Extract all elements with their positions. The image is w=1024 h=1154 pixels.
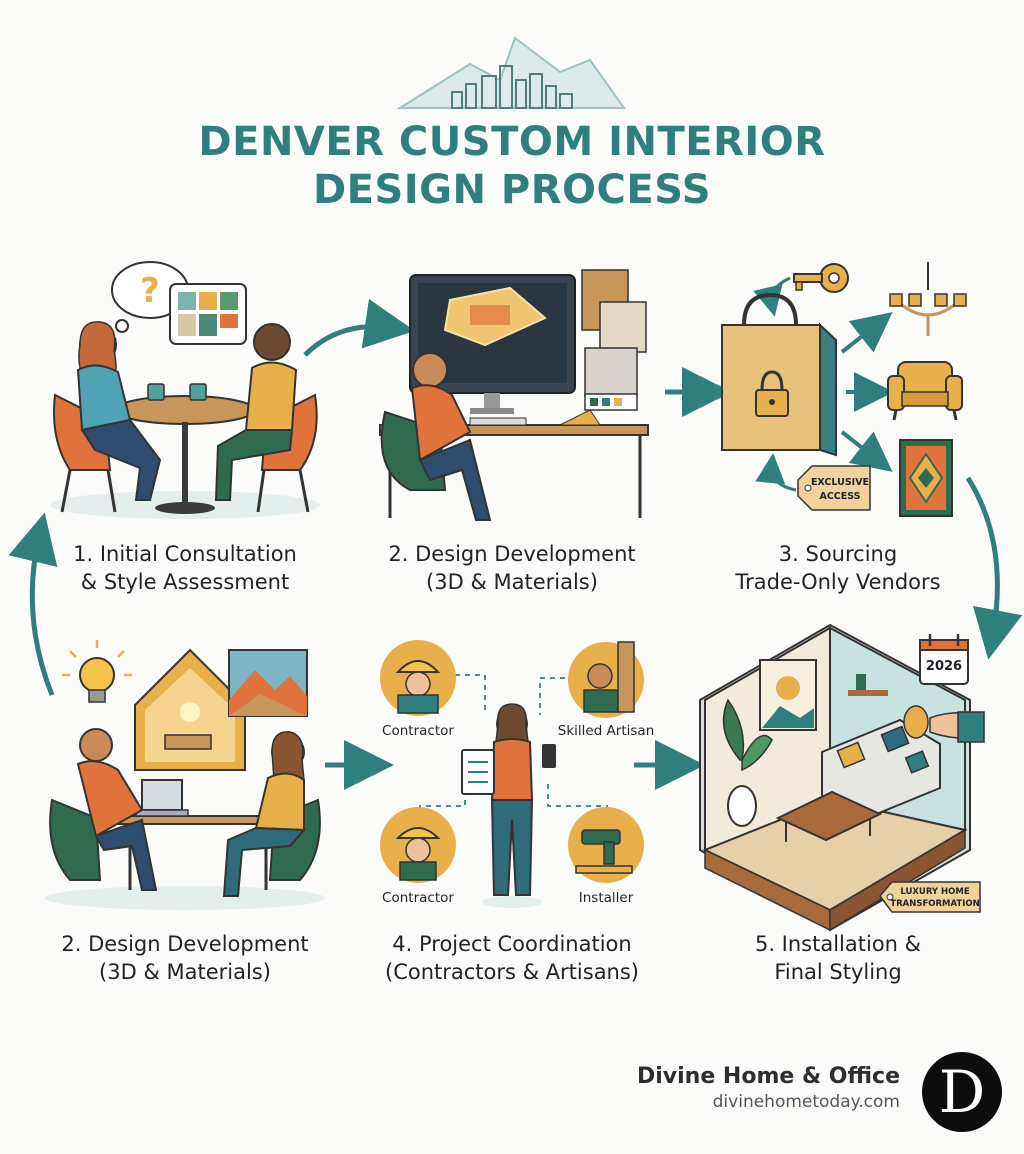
artisan-avatar (568, 641, 644, 718)
luxury-transformation-tag: LUXURY HOME TRANSFORMATION (879, 881, 981, 913)
step-caption-1: 1. Initial Consultation& Style Assessmen… (73, 542, 297, 594)
flow-arrow-1 (303, 298, 415, 357)
chandelier-icon (889, 262, 967, 336)
brand-url[interactable]: divinehometoday.com (712, 1092, 900, 1112)
key-icon (793, 263, 849, 293)
landscape-picture-icon (228, 649, 308, 717)
svg-text:?: ? (140, 271, 160, 311)
design-development-illustration (379, 269, 649, 521)
svg-text:2026: 2026 (926, 659, 962, 674)
coordinator-figure (461, 703, 556, 908)
svg-text:LUXURY HOME: LUXURY HOME (900, 887, 969, 897)
installation-room-illustration: 2026 LUXURY HOME TRANSFORMATION (699, 623, 985, 932)
consultation-illustration: ? (50, 261, 320, 519)
coordination-illustration: Contractor Skilled Artisan Contractor In… (380, 640, 654, 908)
role-label-contractor-bottom: Contractor (382, 890, 454, 906)
rug-icon (899, 439, 953, 517)
role-label-contractor-top: Contractor (382, 723, 454, 739)
contractor-avatar-bottom (380, 807, 456, 883)
flow-arrow-3 (965, 476, 1023, 660)
moodboard-bubble-icon (169, 283, 247, 345)
svg-text:EXCLUSIVE: EXCLUSIVE (811, 477, 869, 488)
shopping-bag-lock-icon (721, 292, 837, 457)
page-title-line-1: DENVER CUSTOM INTERIOR (198, 119, 826, 165)
brand-name: Divine Home & Office (636, 1064, 900, 1089)
exclusive-access-tag: EXCLUSIVE ACCESS (797, 465, 871, 511)
page-title-line-2: DESIGN PROCESS (312, 167, 712, 213)
svg-text:TRANSFORMATION: TRANSFORMATION (890, 899, 979, 909)
step-caption-2b: 2. Design Development(3D & Materials) (61, 932, 309, 984)
step-caption-2: 2. Design Development(3D & Materials) (388, 542, 636, 594)
contractor-avatar-top (380, 640, 456, 716)
role-label-installer: Installer (579, 890, 634, 906)
flow-arrow-loop (8, 512, 58, 696)
armchair-icon (887, 361, 963, 421)
role-label-artisan: Skilled Artisan (558, 723, 655, 739)
design-collaboration-illustration (45, 640, 325, 910)
sourcing-illustration: EXCLUSIVE ACCESS (721, 262, 967, 517)
mountain-skyline-icon (396, 36, 626, 109)
installer-drill-avatar (568, 807, 644, 883)
step-caption-5: 5. Installation &Final Styling (754, 932, 922, 984)
step-caption-4: 4. Project Coordination(Contractors & Ar… (385, 932, 639, 984)
svg-text:ACCESS: ACCESS (819, 491, 860, 502)
calendar-icon: 2026 (919, 634, 969, 685)
lightbulb-icon (62, 640, 132, 703)
brand-logo: D (922, 1052, 1002, 1132)
